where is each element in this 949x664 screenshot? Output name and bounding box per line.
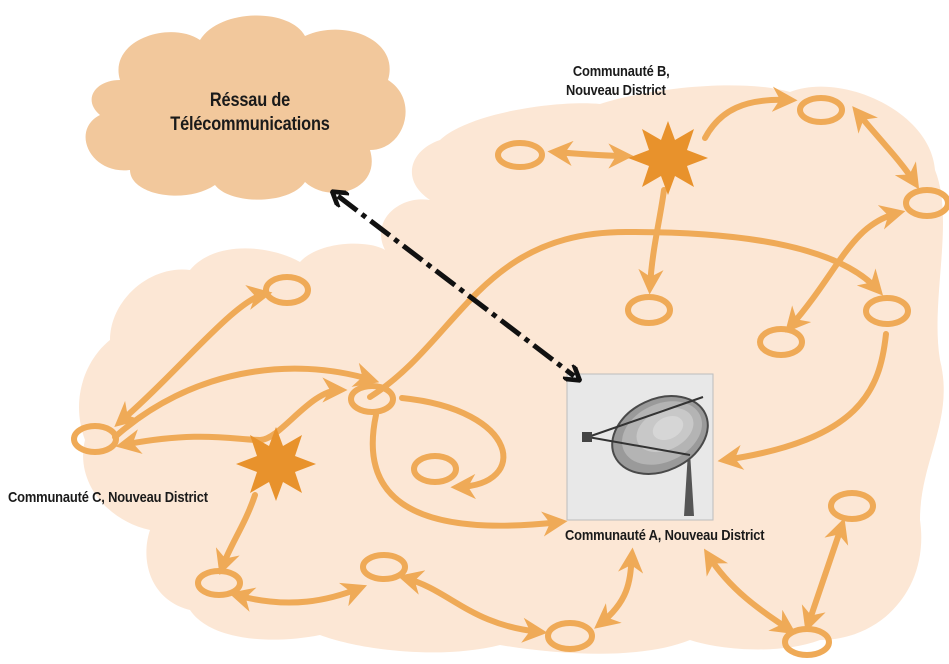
node-ring-icon xyxy=(71,423,119,455)
node-ring-icon xyxy=(195,568,243,598)
cloud-label-line2: Télécommunications xyxy=(170,114,330,135)
node-rings xyxy=(71,95,949,658)
satellite-dish-icon xyxy=(566,373,714,521)
link-arrow xyxy=(703,548,797,635)
cloud-label-line1: Réssau de xyxy=(209,90,291,111)
link-arrow xyxy=(702,86,798,141)
link-arrow xyxy=(228,582,368,612)
node-ring-icon xyxy=(757,326,805,358)
link-arrow xyxy=(369,412,568,537)
node-ring-icon xyxy=(903,187,949,219)
link-arrow xyxy=(717,331,889,470)
node-ring-icon xyxy=(625,294,673,326)
link-arrow xyxy=(852,106,920,190)
community-b-label: Communauté B, Nouveau District xyxy=(566,62,670,100)
node-ring-icon xyxy=(782,626,832,658)
community-a-label: Communauté A, Nouveau District xyxy=(565,527,765,544)
node-ring-icon xyxy=(797,95,845,125)
star-hub-icon xyxy=(628,121,708,195)
link-arrow xyxy=(801,517,849,633)
link-arrow xyxy=(397,570,548,643)
node-ring-icon xyxy=(495,140,545,170)
node-ring-icon xyxy=(360,552,408,582)
node-ring-icon xyxy=(263,274,311,306)
uplink-arrow xyxy=(338,196,574,376)
node-ring-icon xyxy=(828,490,876,522)
community-b-line2: Nouveau District xyxy=(566,82,666,99)
network-cloud xyxy=(85,15,406,200)
link-arrow xyxy=(215,492,258,576)
link-arrow xyxy=(547,140,634,169)
node-ring-icon xyxy=(411,453,459,485)
link-arrow xyxy=(594,547,644,629)
link-arrow xyxy=(785,205,906,333)
node-ring-icon xyxy=(863,295,911,327)
link-arrow xyxy=(638,187,667,295)
community-b-line1: Communauté B, xyxy=(572,63,670,80)
network-cloud-label: Réssau de Télécommunications xyxy=(164,89,336,137)
community-c-label: Communauté C, Nouveau District xyxy=(8,489,208,506)
link-arrow xyxy=(115,377,348,454)
star-hub-icon xyxy=(236,427,316,501)
node-ring-icon xyxy=(545,620,595,652)
node-ring-icon xyxy=(348,383,396,415)
link-arrow xyxy=(399,395,507,500)
